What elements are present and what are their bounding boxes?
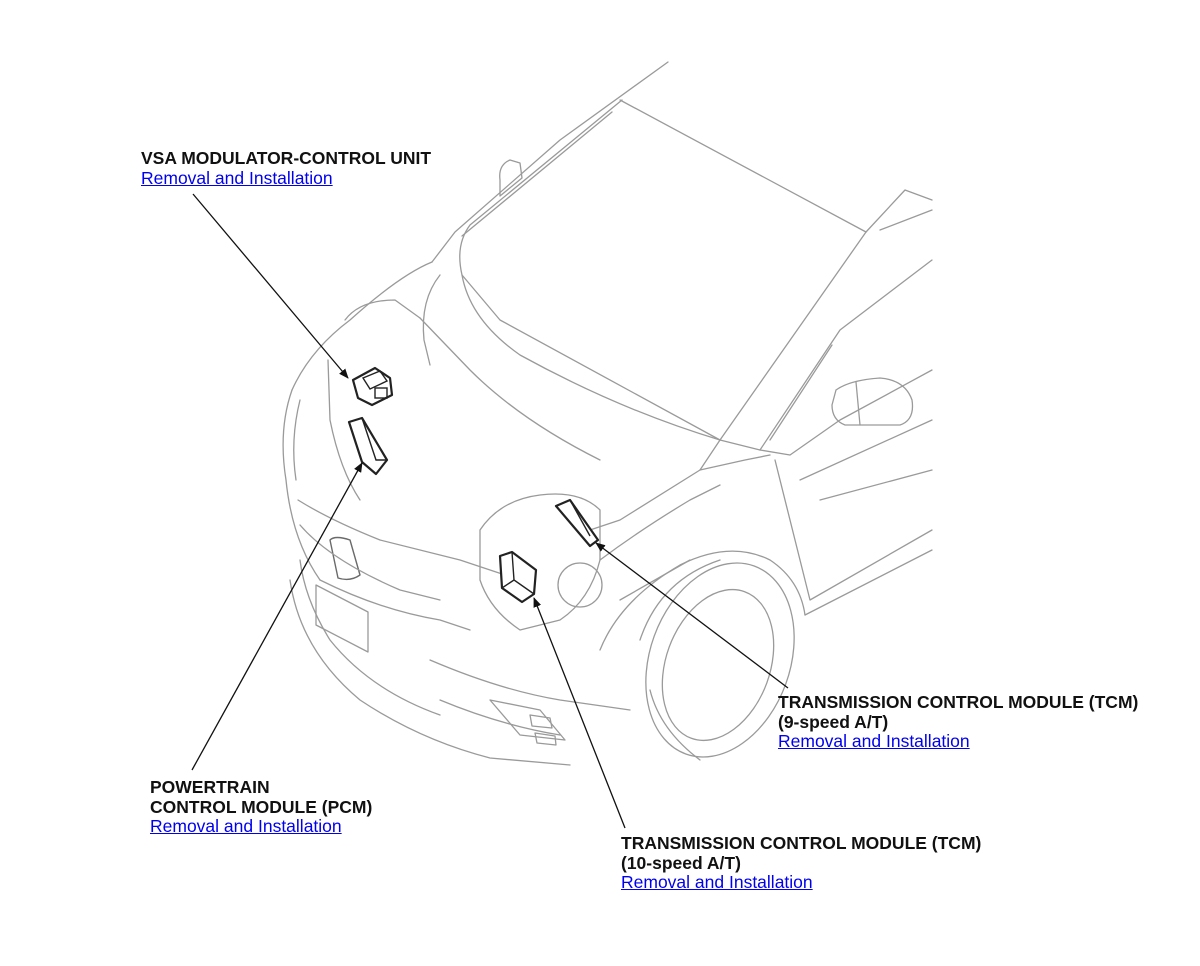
tcm-10speed-part — [498, 550, 538, 604]
pcm-title-line1: POWERTRAIN — [150, 777, 270, 797]
leader-line-tcm10 — [533, 597, 626, 829]
callout-powertrain-control-module: POWERTRAIN CONTROL MODULE (PCM) Removal … — [150, 777, 373, 837]
car-outline — [282, 61, 933, 766]
leader-line-pcm — [191, 462, 363, 771]
leader-line-vsa — [192, 193, 349, 379]
tcm9-title-line2: (9-speed A/T) — [778, 711, 889, 732]
vsa-title: VSA MODULATOR-CONTROL UNIT — [141, 148, 432, 168]
tcm-9speed-part — [554, 498, 600, 548]
vsa-removal-installation-link[interactable]: Removal and Installation — [141, 167, 333, 188]
vsa-modulator-part — [351, 366, 394, 407]
tcm10-title-line1: TRANSMISSION CONTROL MODULE (TCM) — [621, 833, 982, 853]
pcm-removal-installation-link[interactable]: Removal and Installation — [150, 816, 342, 836]
leader-line-tcm9 — [595, 542, 789, 689]
tcm9-removal-installation-link[interactable]: Removal and Installation — [778, 731, 970, 751]
pcm-title-line2: CONTROL MODULE (PCM) — [150, 796, 373, 817]
callout-tcm-10-speed: TRANSMISSION CONTROL MODULE (TCM) (10-sp… — [621, 833, 982, 893]
tcm10-title-line2: (10-speed A/T) — [621, 852, 741, 873]
pcm-part — [347, 416, 389, 476]
callout-vsa-modulator-control-unit: VSA MODULATOR-CONTROL UNIT Removal and I… — [141, 148, 432, 188]
tcm10-removal-installation-link[interactable]: Removal and Installation — [621, 872, 813, 892]
callout-tcm-9-speed: TRANSMISSION CONTROL MODULE (TCM) (9-spe… — [778, 692, 1139, 752]
tcm9-title-line1: TRANSMISSION CONTROL MODULE (TCM) — [778, 692, 1139, 712]
